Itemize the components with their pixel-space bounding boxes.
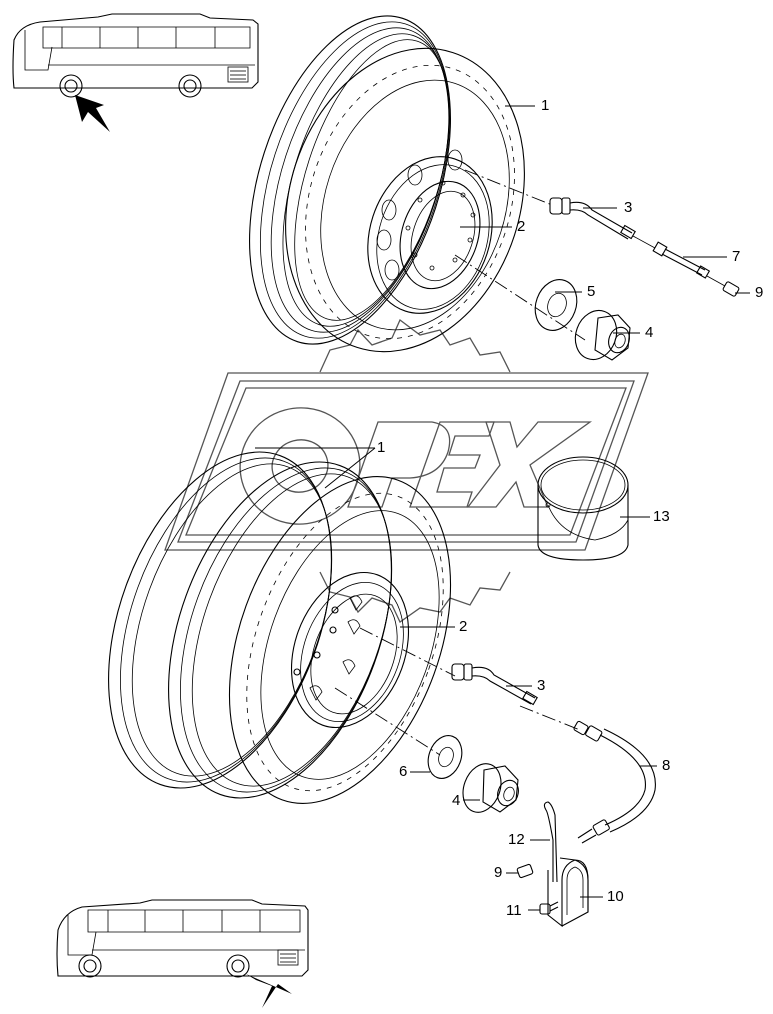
locator-arrow-icon (75, 95, 110, 132)
callout-2-rear[interactable]: 2 (459, 618, 468, 635)
callout-9-front[interactable]: 9 (755, 284, 764, 301)
valve-extension-hose-8 (573, 720, 656, 844)
front-washer-5 (534, 279, 578, 331)
callout-5[interactable]: 5 (587, 283, 596, 300)
retaining-clip-12 (543, 801, 558, 883)
watermark-logo (164, 318, 649, 623)
front-wheel-nut-4 (574, 309, 631, 361)
front-valve-extension (549, 197, 636, 240)
locator-arrow-icon (246, 974, 292, 1008)
callout-12[interactable]: 12 (508, 831, 525, 848)
rear-wheel-nut-4 (462, 763, 519, 813)
callout-8[interactable]: 8 (662, 757, 671, 774)
callout-2-front[interactable]: 2 (517, 218, 526, 235)
callout-1-front[interactable]: 1 (541, 97, 550, 114)
axis-line (334, 687, 441, 756)
callout-11[interactable]: 11 (506, 902, 522, 919)
rear-wheel-locator-bus (56, 899, 309, 1008)
valve-cap-9-rear (516, 863, 534, 879)
callout-13[interactable]: 13 (653, 508, 670, 525)
hose-bracket-10 (547, 857, 589, 928)
callout-4-front[interactable]: 4 (645, 324, 654, 341)
callout-7[interactable]: 7 (732, 248, 741, 265)
callout-10[interactable]: 10 (607, 888, 624, 905)
callout-6[interactable]: 6 (399, 763, 408, 780)
front-wheel-locator-bus (12, 13, 259, 132)
axis-line (464, 169, 553, 206)
callout-3-rear[interactable]: 3 (537, 677, 546, 694)
front-tire (249, 15, 525, 353)
valve-cap-9-front (722, 281, 740, 297)
callout-4-rear[interactable]: 4 (452, 792, 461, 809)
callout-leaders (255, 105, 750, 911)
callout-9-rear[interactable]: 9 (494, 864, 503, 881)
hub-cap-13 (537, 456, 629, 561)
callout-3-front[interactable]: 3 (624, 199, 633, 216)
rear-valve-extension (451, 663, 538, 706)
callout-1-rear[interactable]: 1 (377, 439, 386, 456)
rear-dual-tires (108, 451, 452, 804)
bolt-11 (539, 901, 559, 915)
axis-line (519, 705, 581, 731)
valve-adapter-7 (632, 235, 726, 287)
rear-washer-6 (427, 735, 463, 779)
axis-line (359, 627, 456, 677)
axis-line (454, 254, 586, 341)
